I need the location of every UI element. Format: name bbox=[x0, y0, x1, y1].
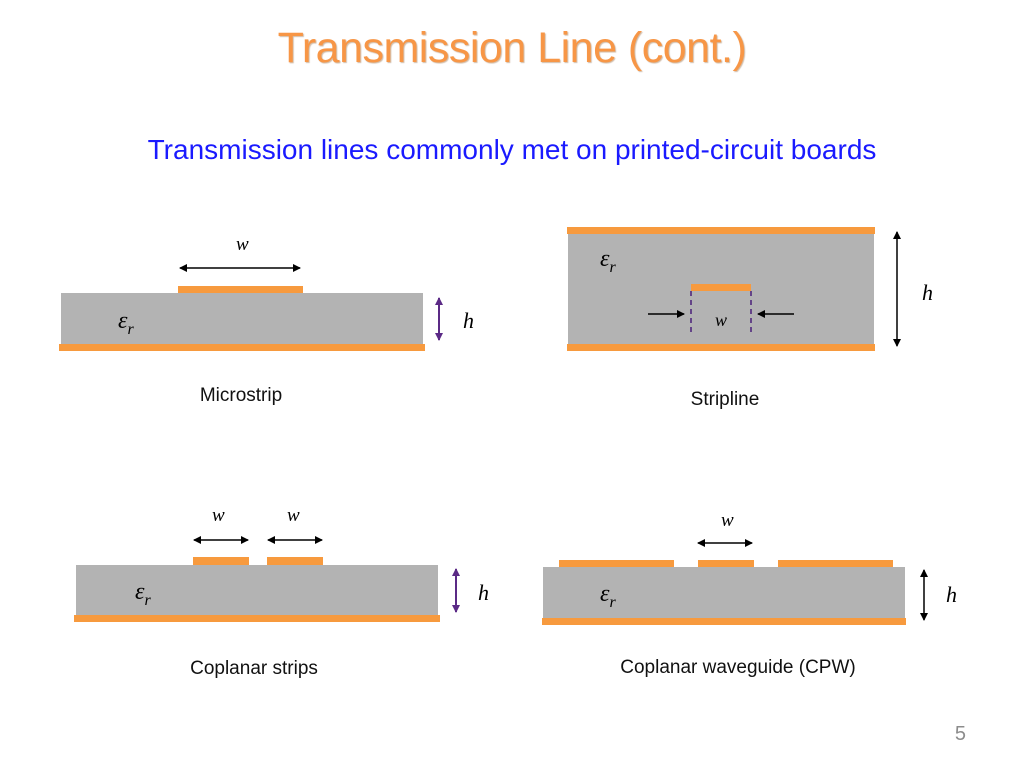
stripline-signal-strip bbox=[691, 284, 751, 291]
cps-left-strip bbox=[193, 557, 249, 565]
slide-title: Transmission Line (cont.) bbox=[277, 24, 747, 72]
stripline-diagram: w εr h bbox=[567, 227, 933, 351]
cpw-diagram: w εr h bbox=[542, 510, 957, 625]
slide-number: 5 bbox=[954, 723, 966, 745]
microstrip-epsilon-label: εr bbox=[118, 308, 134, 338]
cpw-right-ground-strip bbox=[778, 560, 893, 567]
stripline-top-ground-plane bbox=[567, 227, 875, 234]
microstrip-signal-strip bbox=[178, 286, 303, 293]
microstrip-width-label: w bbox=[236, 234, 249, 255]
cpw-width-label: w bbox=[721, 510, 734, 531]
cps-bottom-plane bbox=[74, 615, 440, 622]
microstrip-substrate bbox=[61, 293, 423, 344]
stripline-bottom-ground-plane bbox=[567, 344, 875, 351]
caption-microstrip: Microstrip bbox=[199, 385, 283, 406]
caption-cpw: Coplanar waveguide (CPW) bbox=[620, 657, 856, 678]
cpw-left-ground-strip bbox=[559, 560, 674, 567]
microstrip-height-label: h bbox=[463, 308, 474, 333]
cps-right-strip bbox=[267, 557, 323, 565]
cpw-epsilon-label: εr bbox=[600, 581, 616, 611]
cps-left-width-label: w bbox=[212, 505, 225, 526]
microstrip-diagram: w εr h bbox=[59, 234, 474, 351]
cpw-bottom-plane bbox=[542, 618, 906, 625]
coplanar-strips-diagram: w w εr h bbox=[74, 505, 489, 622]
stripline-width-label: w bbox=[715, 310, 727, 330]
cpw-center-strip bbox=[698, 560, 754, 567]
stripline-height-label: h bbox=[922, 280, 933, 305]
caption-coplanar-strips: Coplanar strips bbox=[190, 658, 318, 679]
cps-right-width-label: w bbox=[287, 505, 300, 526]
cps-substrate bbox=[76, 565, 438, 616]
cpw-substrate bbox=[543, 567, 905, 618]
slide-subtitle: Transmission lines commonly met on print… bbox=[147, 134, 877, 165]
caption-stripline: Stripline bbox=[690, 389, 760, 410]
cps-height-label: h bbox=[478, 580, 489, 605]
stripline-epsilon-label: εr bbox=[600, 246, 616, 276]
microstrip-ground-plane bbox=[59, 344, 425, 351]
cps-epsilon-label: εr bbox=[135, 579, 151, 609]
cpw-height-label: h bbox=[946, 582, 957, 607]
